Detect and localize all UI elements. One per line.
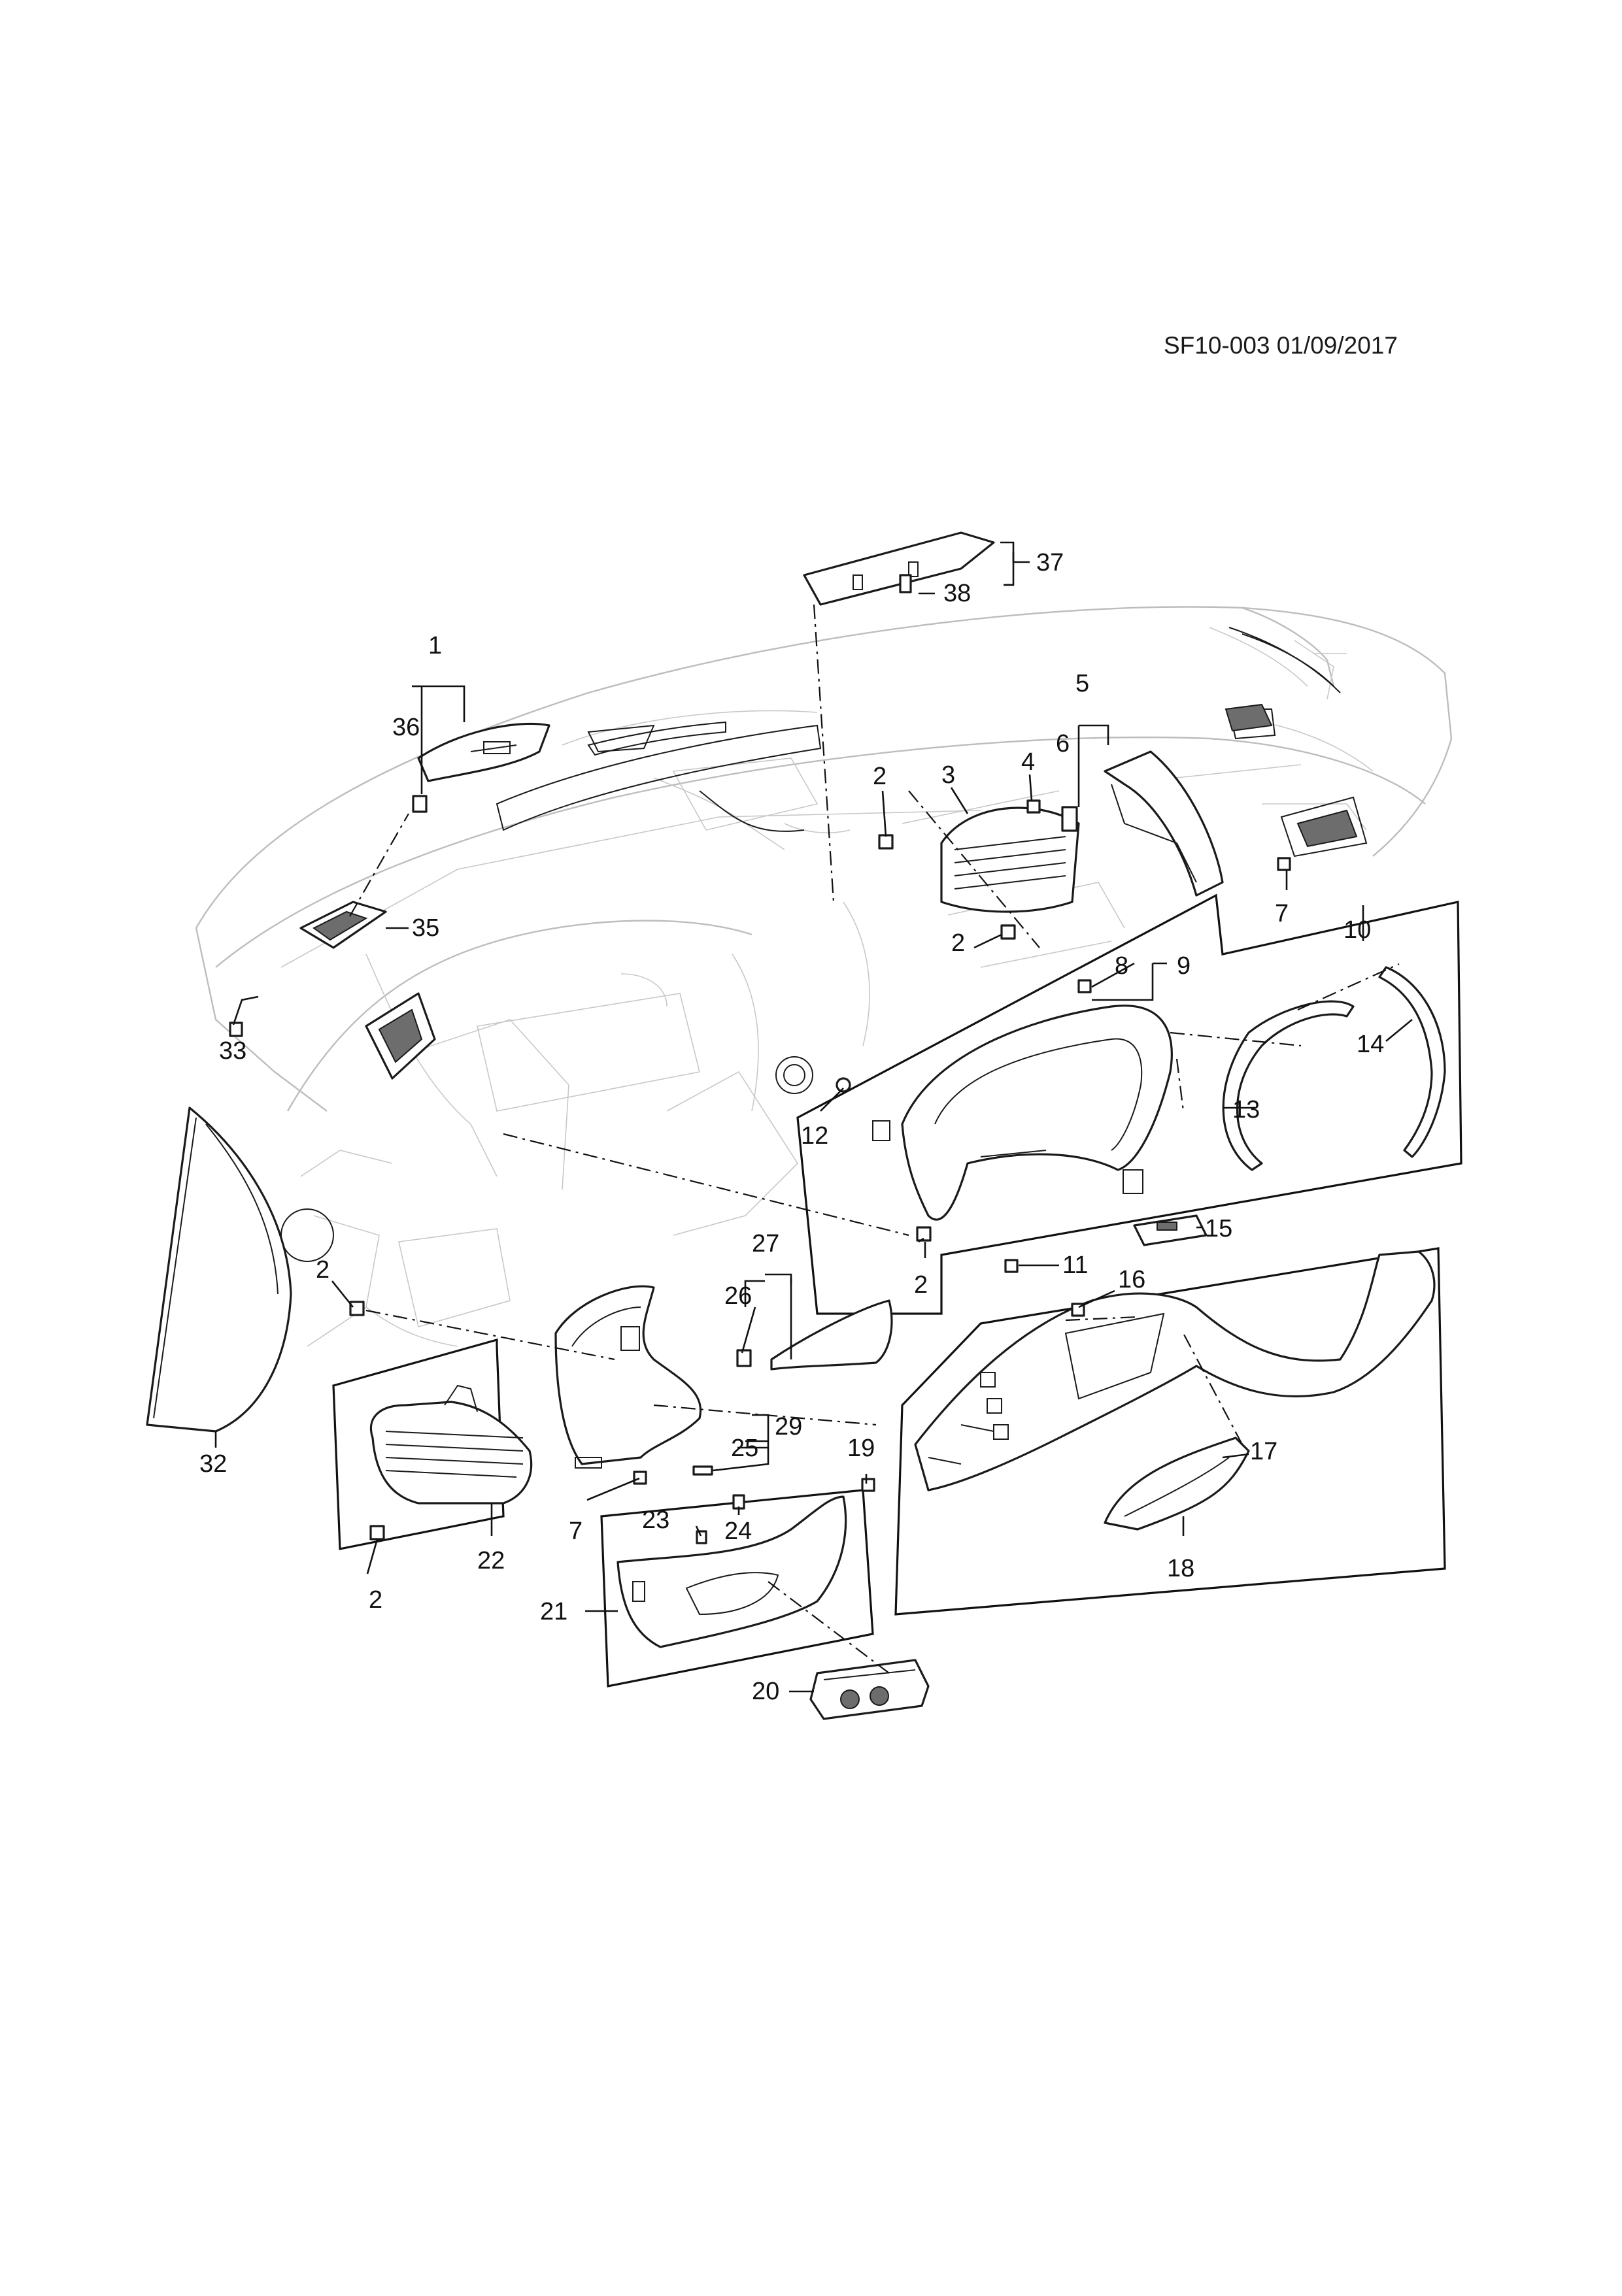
label-15 [1133, 1214, 1208, 1246]
callout-14: 14 [1357, 1031, 1384, 1058]
steering-column-trim-27 [770, 1299, 893, 1371]
instrument-panel-lower-trim-panel [914, 1250, 1436, 1491]
leader-lines [214, 541, 1413, 1693]
callout-7-right: 7 [1275, 900, 1289, 927]
callout-4: 4 [1021, 748, 1035, 776]
callout-11: 11 [1062, 1252, 1088, 1279]
callout-18: 18 [1167, 1555, 1194, 1582]
cluster-trim-ring-14 [1378, 966, 1446, 1158]
glove-box-door [1104, 1437, 1250, 1531]
callout-21: 21 [540, 1598, 567, 1625]
screw-7-right [1277, 857, 1291, 871]
callout-9: 9 [1177, 952, 1191, 980]
callout-8: 8 [1115, 952, 1128, 980]
upper-center-trim-panel [803, 531, 995, 606]
callout-36: 36 [392, 714, 420, 741]
screw-4 [1026, 799, 1041, 814]
clip-38 [899, 574, 912, 593]
callout-20: 20 [752, 1678, 779, 1705]
callout-15: 15 [1205, 1215, 1232, 1242]
callout-7-lower: 7 [569, 1518, 583, 1545]
screw-19 [861, 1478, 875, 1492]
defroster-vent-right [1225, 703, 1273, 732]
callout-6: 6 [1056, 730, 1070, 757]
clip-25 [692, 1465, 713, 1476]
callout-13: 13 [1232, 1096, 1260, 1123]
callout-16: 16 [1118, 1266, 1145, 1293]
callout-10: 10 [1343, 916, 1371, 944]
callout-2-top: 2 [873, 763, 887, 790]
right-center-trim-plate [1104, 750, 1224, 897]
callout-24: 24 [724, 1518, 752, 1545]
callout-labels: 37 38 1 36 35 33 2 3 4 5 6 7 2 8 9 10 14… [199, 549, 1384, 1705]
callout-3: 3 [941, 761, 955, 789]
screw-2-left-vent [369, 1525, 385, 1540]
screw-11 [1004, 1259, 1019, 1273]
screw-7-lower [633, 1471, 647, 1485]
screw-26 [736, 1349, 752, 1367]
ignition-switch-bezel [775, 1056, 813, 1094]
knee-bolster-frame [600, 1489, 874, 1688]
clip-23 [696, 1530, 707, 1544]
callout-2-bottom: 2 [369, 1586, 382, 1614]
clip-12 [836, 1077, 851, 1093]
center-defroster-grille [496, 721, 822, 832]
callout-38: 38 [943, 580, 971, 607]
callout-27: 27 [752, 1230, 779, 1257]
drawing-reference-code: SF10-003 01/09/2017 [1164, 332, 1398, 359]
screw-33 [229, 1022, 243, 1037]
callout-25: 25 [731, 1435, 758, 1462]
callout-23: 23 [642, 1506, 669, 1534]
screw-2-upper [878, 834, 894, 850]
knee-bolster-trim [617, 1495, 847, 1648]
screw-2-mid [1000, 924, 1016, 940]
callout-29: 29 [775, 1413, 802, 1440]
callout-22: 22 [477, 1547, 505, 1574]
side-window-defogger-cover [417, 722, 550, 782]
callout-37: 37 [1036, 549, 1064, 576]
callout-19: 19 [847, 1435, 875, 1462]
right-side-air-vent [1280, 796, 1368, 857]
callout-32: 32 [199, 1450, 227, 1478]
callout-2-left: 2 [316, 1256, 329, 1284]
callout-5: 5 [1075, 670, 1089, 697]
center-air-outlet [940, 807, 1080, 913]
driver-knee-trim-bezel [554, 1285, 702, 1469]
left-speaker-grille [280, 1208, 334, 1262]
switch-assembly-20 [809, 1659, 930, 1720]
label-6 [1061, 806, 1078, 832]
glove-box-assembly-frame [894, 1247, 1446, 1616]
callout-26: 26 [724, 1282, 752, 1310]
left-side-air-vent [365, 992, 436, 1080]
callout-33: 33 [219, 1037, 246, 1065]
instrument-cluster-trim-bezel [872, 1005, 1173, 1221]
callout-2-mid: 2 [951, 929, 965, 957]
callout-12: 12 [801, 1122, 828, 1150]
screw-2-cluster-lower [916, 1226, 932, 1242]
clip-36 [412, 795, 428, 813]
screw-2-left-panel [349, 1301, 365, 1316]
callout-35: 35 [412, 914, 439, 942]
callout-17: 17 [1250, 1438, 1277, 1465]
screw-8 [1077, 979, 1092, 993]
callout-1: 1 [428, 632, 442, 659]
instrument-panel-end-cap [146, 1106, 292, 1433]
cluster-trim-ring-13 [1222, 1000, 1355, 1171]
windshield-trim-strip [1228, 627, 1341, 693]
callout-2-cluster: 2 [914, 1271, 928, 1299]
side-window-defroster-outlet [299, 901, 387, 949]
left-air-outlet [369, 1384, 533, 1505]
